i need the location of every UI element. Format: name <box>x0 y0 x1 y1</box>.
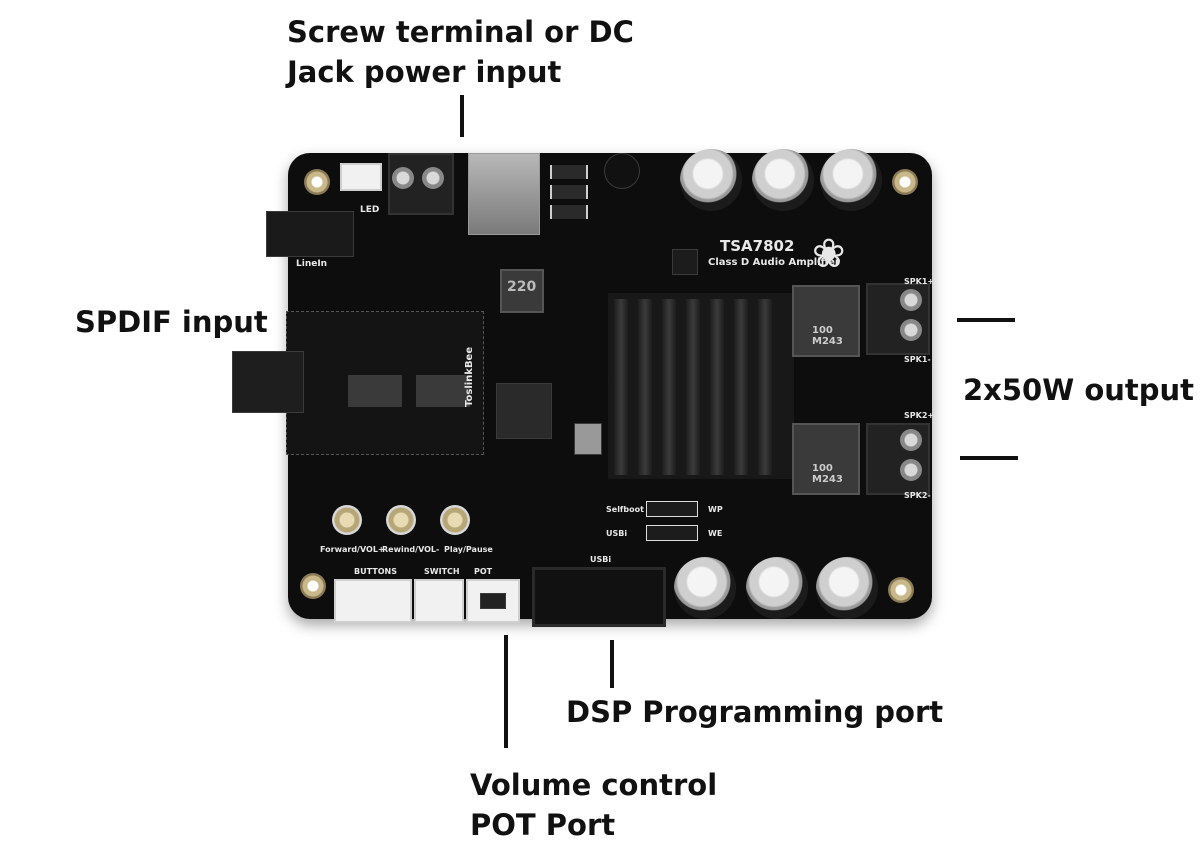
choke-1-label: 100 M243 <box>812 325 843 347</box>
callout-power-input: Screw terminal or DC Jack power input <box>287 15 634 89</box>
buttons-header-label: BUTTONS <box>354 567 397 576</box>
amplifier-board: LED LineIn TSA7802 Class D Audio Amplifi… <box>232 149 935 627</box>
screw-icon <box>900 459 922 481</box>
wp-label: WP <box>708 505 723 514</box>
board-subtitle: Class D Audio Amplifier <box>708 257 840 268</box>
output-choke-1 <box>792 285 860 357</box>
dsp-chip <box>496 383 552 439</box>
leader-pot <box>504 635 508 748</box>
screw-icon <box>422 167 444 189</box>
leader-dsp <box>610 640 614 688</box>
heatsink-fin <box>662 299 676 475</box>
heatsink-fin <box>758 299 772 475</box>
spk2-plus-label: SPK2+ <box>904 411 935 420</box>
lotus-logo-icon: ❀ <box>812 231 846 277</box>
pot-connector <box>466 579 520 623</box>
heatsink-fin <box>710 299 724 475</box>
smd-component <box>550 165 588 179</box>
spdif-ic <box>348 375 402 407</box>
voltage-regulator <box>604 153 640 189</box>
crystal <box>574 423 602 455</box>
spk2-minus-label: SPK2- <box>904 491 931 500</box>
smd-component <box>550 205 588 219</box>
btn-forward-label: Forward/VOL+ <box>320 545 385 554</box>
buttons-connector <box>334 579 412 623</box>
dsp-programming-header <box>532 567 666 627</box>
smd-component <box>550 185 588 199</box>
play-pause-button[interactable] <box>440 505 470 535</box>
inductor <box>500 269 544 313</box>
pot-jumper <box>480 593 506 609</box>
choke-2-label: 100 M243 <box>812 463 843 485</box>
pot-header-label: POT <box>474 567 493 576</box>
btn-rewind-label: Rewind/VOL- <box>382 545 440 554</box>
board-model: TSA7802 <box>720 237 795 255</box>
mounting-hole <box>888 577 914 603</box>
spk1-minus-label: SPK1- <box>904 355 931 364</box>
capacitor-icon <box>816 557 878 619</box>
spdif-ic-2 <box>416 375 470 407</box>
callout-dsp-port: DSP Programming port <box>566 695 944 729</box>
heatsink-fin <box>638 299 652 475</box>
inductor-label: 220 <box>507 279 537 295</box>
amp-ic <box>672 249 698 275</box>
usbi-header-label: USBi <box>590 555 612 564</box>
callout-spdif-input: SPDIF input <box>75 305 268 339</box>
capacitor-icon <box>752 149 814 211</box>
screw-icon <box>900 319 922 341</box>
screw-icon <box>900 429 922 451</box>
we-label: WE <box>708 529 723 538</box>
rewind-vol-down-button[interactable] <box>386 505 416 535</box>
forward-vol-up-button[interactable] <box>332 505 362 535</box>
leader-power <box>460 95 464 137</box>
led-label: LED <box>360 205 380 215</box>
btn-play-label: Play/Pause <box>444 545 493 554</box>
heatsink-fin <box>734 299 748 475</box>
callout-2x50w-output: 2x50W output <box>963 373 1195 407</box>
leader-output-2 <box>960 456 1018 460</box>
screw-icon <box>900 289 922 311</box>
capacitor-icon <box>746 557 808 619</box>
screw-icon <box>392 167 414 189</box>
capacitor-icon <box>680 149 742 211</box>
mounting-hole <box>892 169 918 195</box>
capacitor-icon <box>674 557 736 619</box>
usbi-jumper-label: USBi <box>606 529 628 538</box>
dc-jack <box>468 153 540 235</box>
selfboot-label: Selfboot <box>606 505 644 514</box>
selfboot-jumper <box>646 501 698 517</box>
capacitor-icon <box>820 149 882 211</box>
usbi-jumper <box>646 525 698 541</box>
heatsink-fin <box>614 299 628 475</box>
output-choke-2 <box>792 423 860 495</box>
line-in-jack <box>266 211 354 257</box>
callout-pot-port: Volume control POT Port <box>470 768 718 842</box>
switch-connector <box>414 579 464 623</box>
toslink-receiver <box>232 351 304 413</box>
mounting-hole <box>304 169 330 195</box>
linein-label: LineIn <box>296 259 328 269</box>
leader-output-1 <box>957 318 1015 322</box>
heatsink-fin <box>686 299 700 475</box>
toslink-label: ToslinkBee <box>464 346 475 407</box>
switch-header-label: SWITCH <box>424 567 460 576</box>
spk1-plus-label: SPK1+ <box>904 277 935 286</box>
led-connector <box>340 163 382 191</box>
mounting-hole <box>300 573 326 599</box>
